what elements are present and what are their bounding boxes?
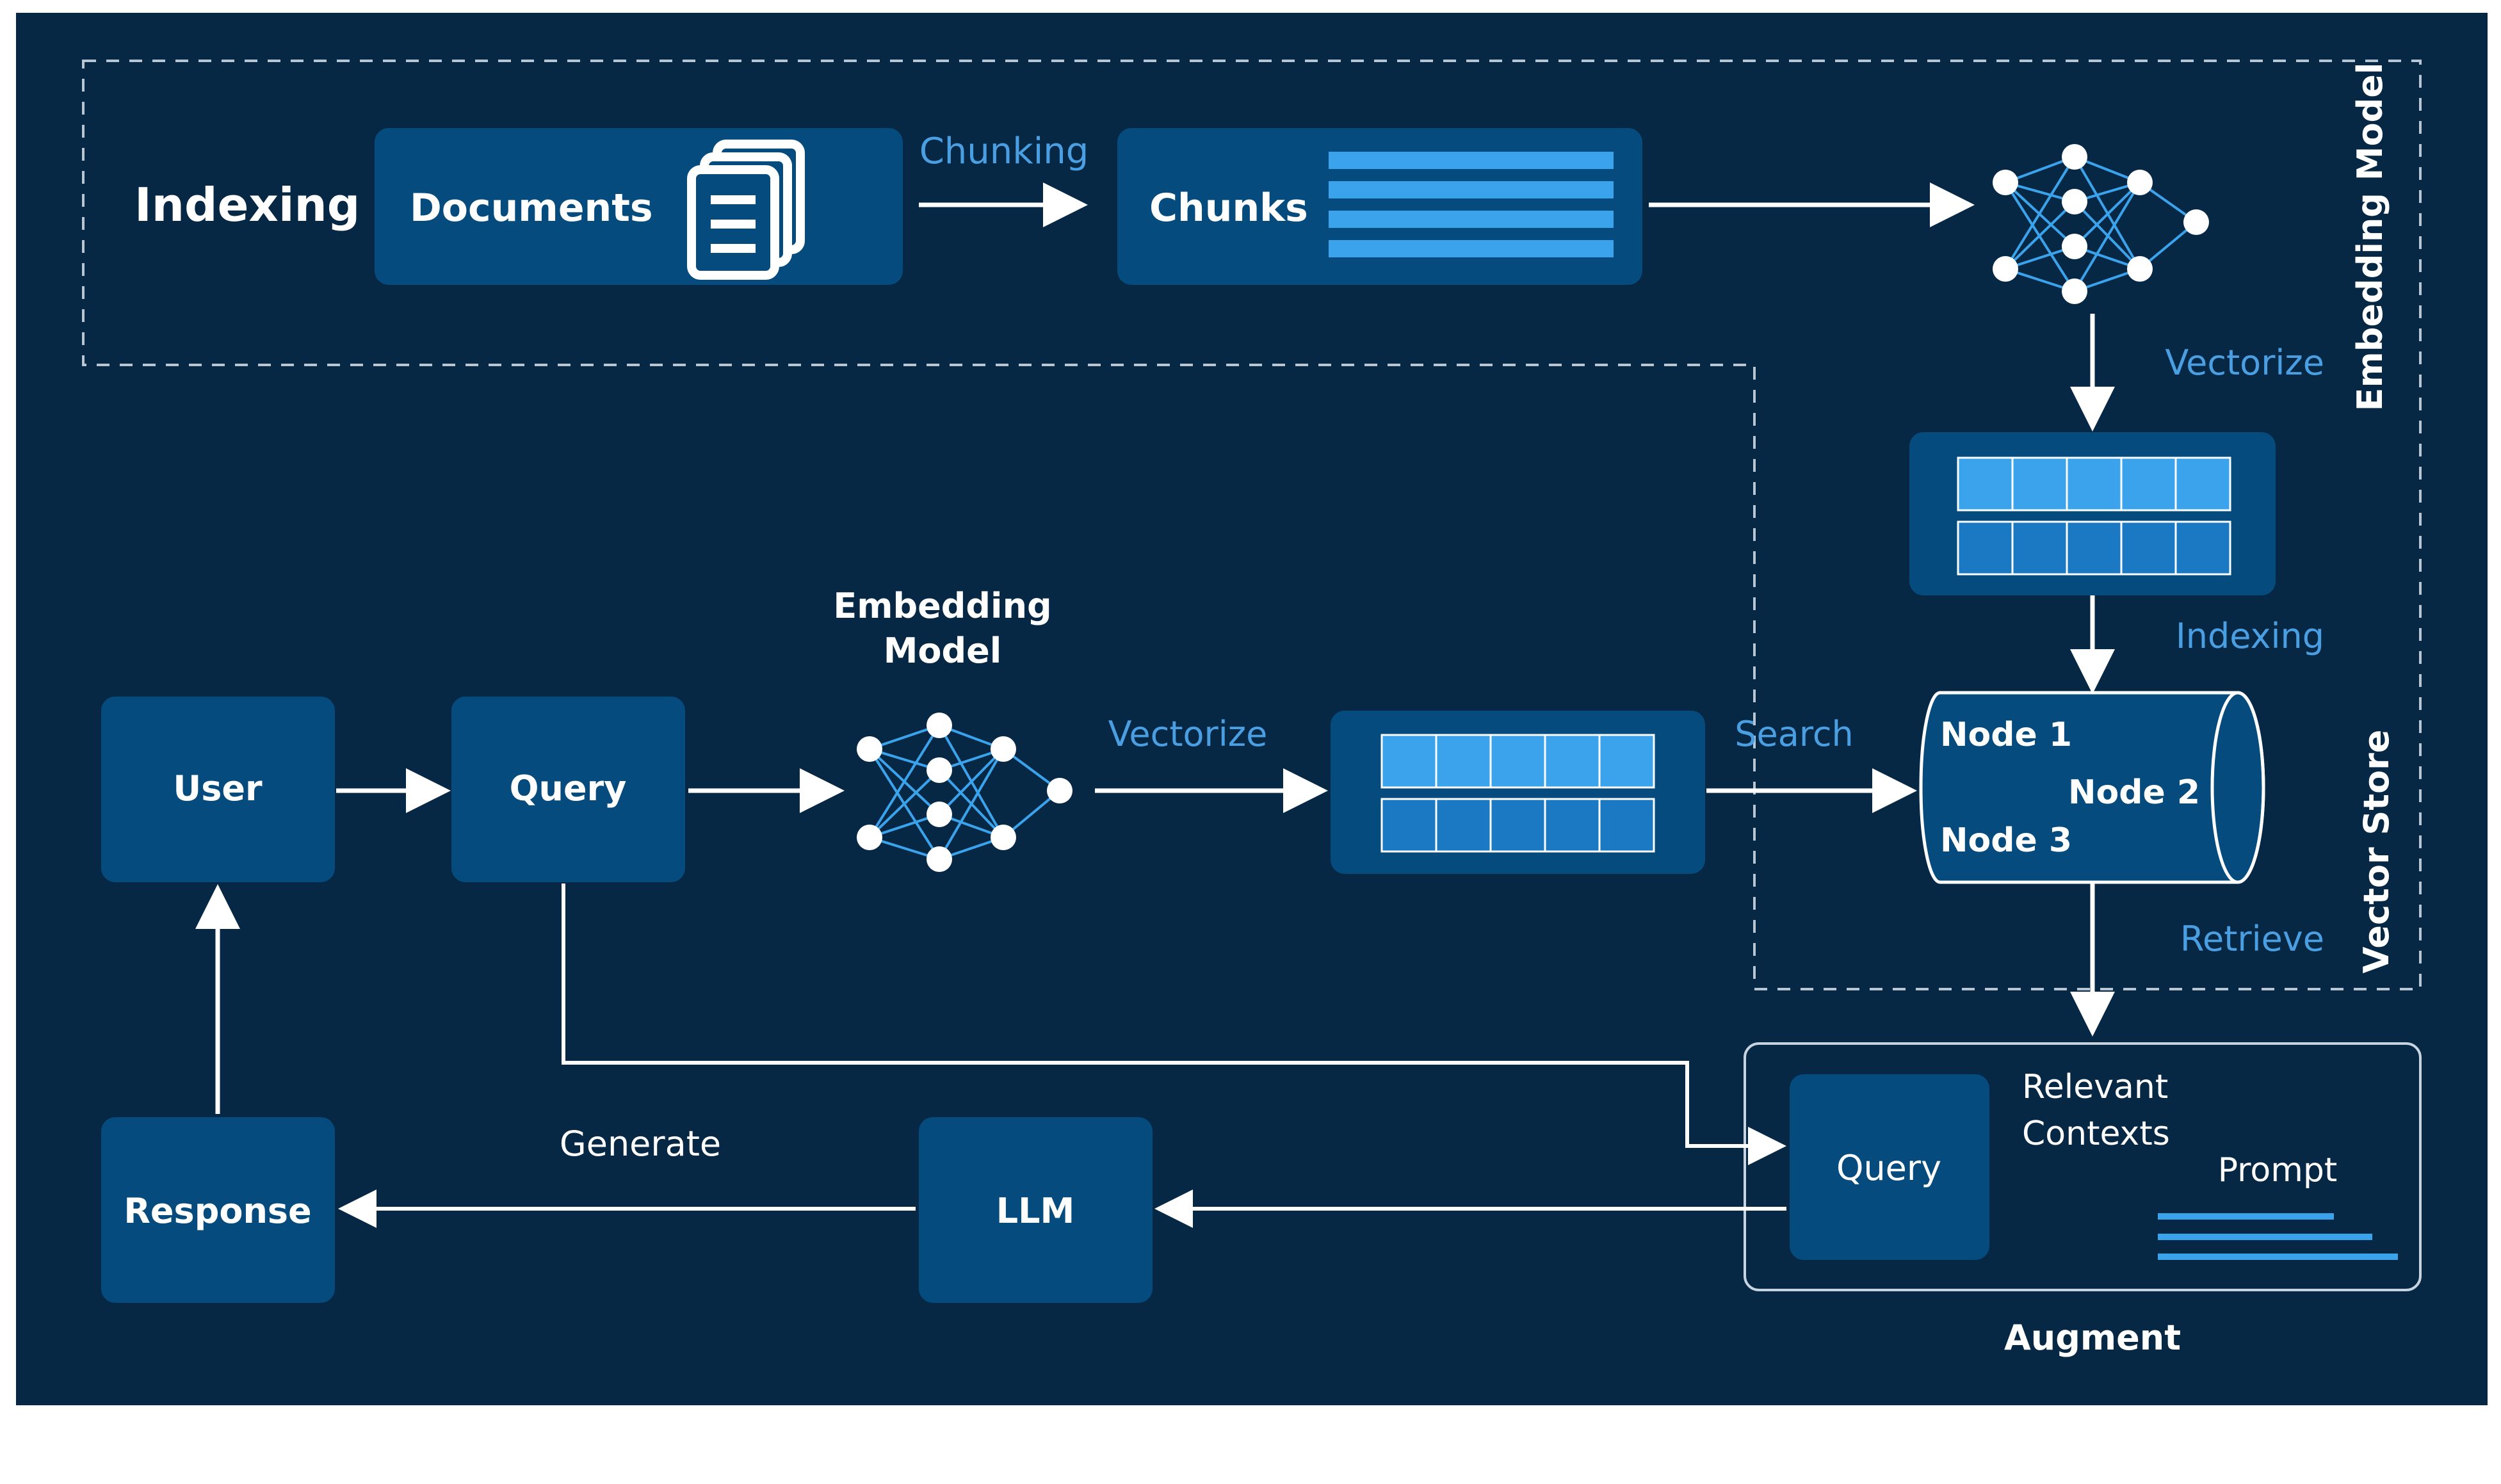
augment-region (1744, 1042, 2422, 1291)
llm-label: LLM (996, 1191, 1075, 1231)
vector-box-top (1909, 432, 2276, 595)
query-box: Query (451, 697, 685, 882)
node-2-label: Node 2 (2068, 773, 2200, 812)
embedding-model-label-line2: Model (884, 631, 1002, 671)
indexing-title: Indexing (134, 178, 360, 232)
vector-store-vertical-label: Vector Store (2356, 730, 2397, 974)
augment-query-box: Query (1790, 1074, 1989, 1260)
user-label: User (173, 768, 263, 809)
vectorize-mid-label: Vectorize (1108, 714, 1268, 754)
search-label: Search (1735, 714, 1854, 754)
vector-box-query (1331, 711, 1705, 874)
augment-label: Augment (2004, 1318, 2181, 1358)
chunks-stripes (1329, 152, 1614, 257)
prompt-label: Prompt (2218, 1151, 2338, 1190)
documents-icon (687, 140, 805, 280)
llm-box: LLM (919, 1117, 1153, 1303)
indexing-region-outline (82, 60, 2422, 990)
response-label: Response (124, 1191, 311, 1231)
response-box: Response (101, 1117, 335, 1303)
documents-box: Documents (375, 128, 903, 285)
query-label: Query (510, 768, 627, 809)
embedding-model-vertical-label: Embedding Model (2350, 63, 2390, 412)
vector-store-cylinder: Node 1 Node 2 Node 3 (1919, 691, 2265, 884)
vectorize-top-label: Vectorize (2165, 343, 2324, 383)
retrieve-label: Retrieve (2180, 919, 2324, 959)
chunks-label: Chunks (1149, 186, 1308, 230)
embedding-model-network-top (1993, 144, 2209, 304)
node-1-label: Node 1 (1940, 716, 2072, 754)
augment-query-label: Query (1836, 1148, 1941, 1188)
node-3-label: Node 3 (1940, 821, 2072, 860)
generate-label: Generate (560, 1124, 721, 1164)
chunks-box: Chunks (1117, 128, 1642, 285)
relevant-contexts-line2: Contexts (2022, 1115, 2170, 1153)
query-to-augment-line (562, 883, 1786, 1165)
documents-label: Documents (410, 186, 653, 230)
indexing-arrow-label: Indexing (2176, 616, 2324, 656)
user-box: User (101, 697, 335, 882)
chunking-label: Chunking (919, 131, 1089, 172)
relevant-contexts-line1: Relevant (2022, 1068, 2168, 1106)
prompt-lines (2158, 1213, 2398, 1260)
embedding-model-network-mid (857, 713, 1072, 872)
embedding-model-label-line1: Embedding (833, 586, 1051, 626)
